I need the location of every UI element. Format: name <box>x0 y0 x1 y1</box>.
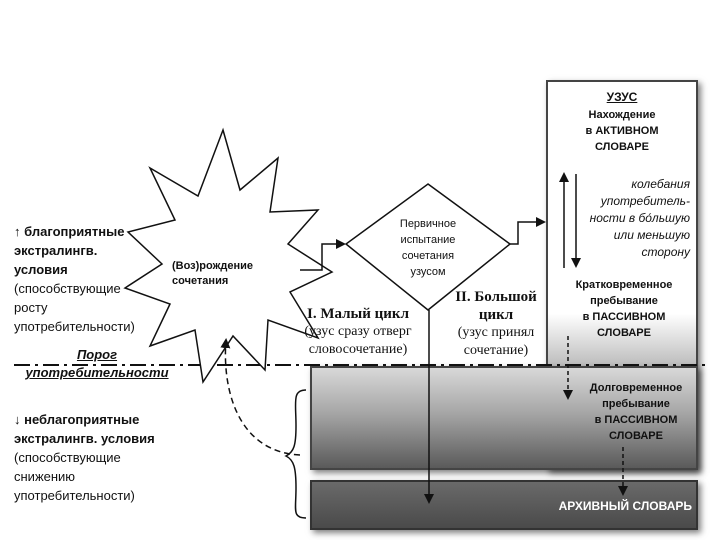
primary-test-line: испытание <box>400 234 456 246</box>
big-cycle-note-line: сочетание) <box>463 343 529 358</box>
big-cycle-title-line: цикл <box>478 307 514 323</box>
unfavorable-note-line: употребительности) <box>14 488 135 503</box>
small-cycle-label: I. Малый цикл (узус сразу отверг словосо… <box>288 306 428 359</box>
usus-title: УЗУС <box>606 90 638 104</box>
long-passive-text: Долговременное пребывание в ПАССИВНОМ СЛ… <box>574 380 698 444</box>
favorable-note-line: росту <box>14 300 48 315</box>
down-arrow-icon: ↓ <box>14 412 21 427</box>
big-cycle-title-line: II. Большой <box>455 289 537 305</box>
favorable-bold-line: экстралингв. <box>14 243 98 258</box>
favorable-note-line: употребительности) <box>14 319 135 334</box>
explosion-star-shape <box>123 127 334 385</box>
active-line: Нахождение <box>588 109 656 121</box>
big-cycle-note-line: (узус принял <box>457 325 535 340</box>
short-passive-line: Кратковременное <box>575 279 673 291</box>
primary-test-line: Первичное <box>399 218 457 230</box>
active-vocabulary-text: Нахождение в АКТИВНОМ СЛОВАРЕ <box>546 107 698 155</box>
favorable-conditions-text: ↑ благоприятные экстралингв. условия (сп… <box>14 222 184 336</box>
revival-return-arrow <box>220 338 301 456</box>
active-line: в АКТИВНОМ <box>585 125 659 137</box>
usage-threshold-label: Порог употребительности <box>8 346 186 382</box>
favorable-bold-line: благоприятные <box>24 224 125 239</box>
small-cycle-note-line: словосочетание) <box>308 342 408 357</box>
active-line: СЛОВАРЕ <box>595 141 649 153</box>
diamond-to-usus-arrow <box>510 217 546 245</box>
favorable-bold-line: условия <box>14 262 68 277</box>
fluctuation-line: колебания <box>631 177 690 191</box>
unfavorable-note-line: (способствующие <box>14 450 121 465</box>
favorable-note-line: (способствующие <box>14 281 121 296</box>
archive-vocabulary-label: АРХИВНЫЙ СЛОВАРЬ <box>558 499 692 513</box>
short-passive-line: пребывание <box>590 295 658 307</box>
primary-test-line: узусом <box>410 266 446 278</box>
archive-vocabulary-box <box>310 480 698 530</box>
fluctuation-line: употребитель- <box>600 194 690 208</box>
unfavorable-note-line: снижению <box>14 469 76 484</box>
primary-test-text: Первичное испытание сочетания узусом <box>366 216 490 280</box>
long-passive-line: пребывание <box>602 398 670 410</box>
revival-line: сочетания <box>172 275 229 287</box>
fluctuation-line: или меньшую <box>613 228 690 242</box>
unfavorable-bold-line: экстралингв. условия <box>14 431 155 446</box>
primary-test-diamond-shape <box>344 183 512 311</box>
small-cycle-title: I. Малый цикл <box>307 306 409 322</box>
unfavorable-bold-line: неблагоприятные <box>24 412 140 427</box>
short-passive-text: Кратковременное пребывание в ПАССИВНОМ С… <box>556 277 692 341</box>
up-arrow-icon: ↑ <box>14 224 21 239</box>
threshold-line-text: Порог <box>76 347 118 362</box>
left-brace <box>284 389 307 519</box>
primary-test-line: сочетания <box>401 250 455 262</box>
fluctuation-line: ности в бо́льшую <box>589 211 690 225</box>
fluctuation-line: сторону <box>641 245 691 259</box>
threshold-line-text: употребительности <box>25 365 169 380</box>
big-cycle-label: II. Большой цикл (узус принял сочетание) <box>444 288 548 360</box>
small-cycle-note-line: (узус сразу отверг <box>304 324 412 339</box>
star-to-diamond-arrow <box>300 239 346 271</box>
long-passive-line: в ПАССИВНОМ <box>594 414 678 426</box>
revival-text: (Воз)рождение сочетания <box>172 259 253 289</box>
long-passive-line: СЛОВАРЕ <box>609 430 663 442</box>
short-passive-line: СЛОВАРЕ <box>597 327 651 339</box>
unfavorable-conditions-text: ↓ неблагоприятные экстралингв. условия (… <box>14 410 194 505</box>
long-passive-line: Долговременное <box>589 382 683 394</box>
fluctuation-text: колебания употребитель- ности в бо́льшую… <box>582 176 690 261</box>
revival-line: (Воз)рождение <box>172 260 254 272</box>
passive-vocabulary-band <box>310 366 698 470</box>
short-passive-line: в ПАССИВНОМ <box>582 311 666 323</box>
